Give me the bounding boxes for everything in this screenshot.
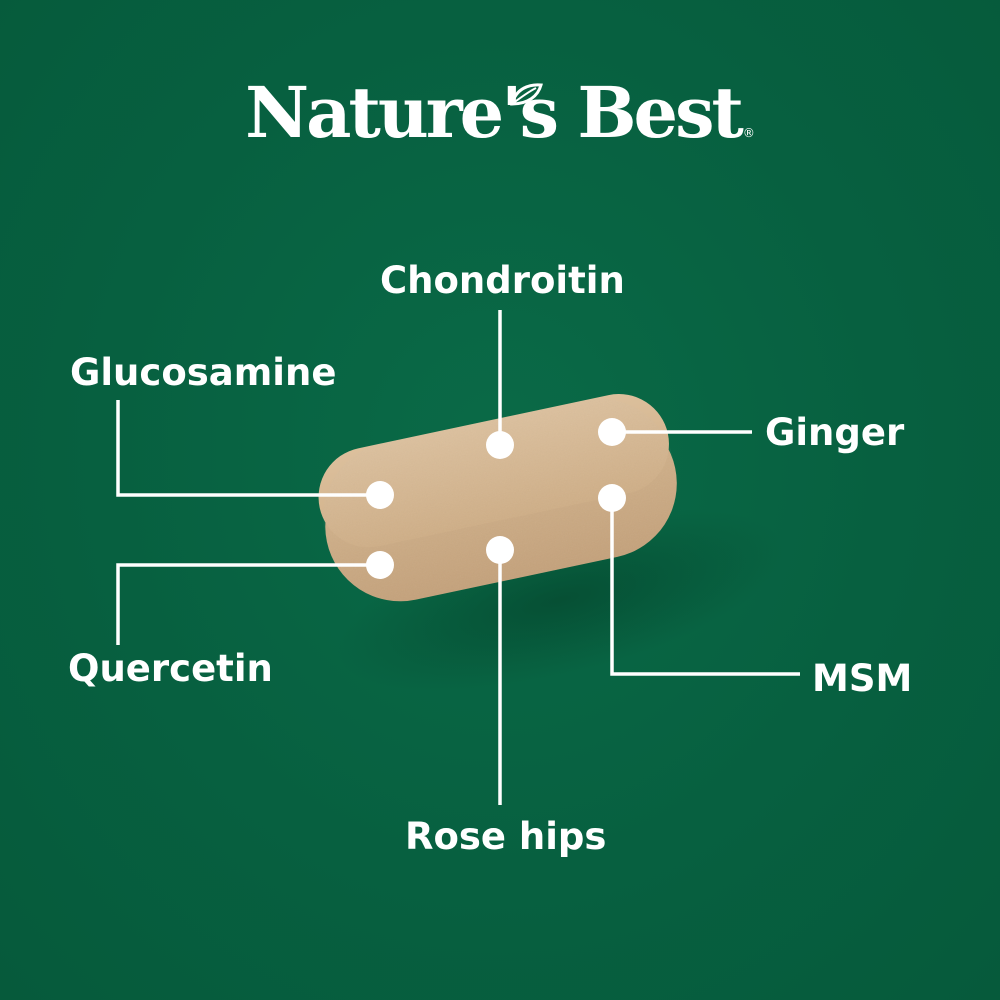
leaf-icon [510,83,543,106]
quercetin-leader-line [116,563,380,645]
tablet-shadow [336,508,784,692]
glucosamine-marker [366,481,394,509]
registered-mark: ® [742,126,755,140]
tablet [318,394,677,602]
label-quercetin: Quercetin [68,647,273,690]
label-msm: MSM [812,657,913,700]
label-glucosamine: Glucosamine [70,351,337,394]
label-ginger: Ginger [765,411,905,454]
glucosamine-leader-line [116,400,380,497]
msm-marker [598,484,626,512]
brand-logo: Nature's Best® [0,78,1000,148]
rose-hips-marker [486,536,514,564]
quercetin-marker [366,551,394,579]
ginger-marker [598,418,626,446]
brand-name: Nature's Best [245,71,744,154]
chondroitin-marker [486,431,514,459]
label-chondroitin: Chondroitin [380,259,625,302]
label-rose-hips: Rose hips [405,815,607,858]
msm-leader-line [610,498,800,676]
